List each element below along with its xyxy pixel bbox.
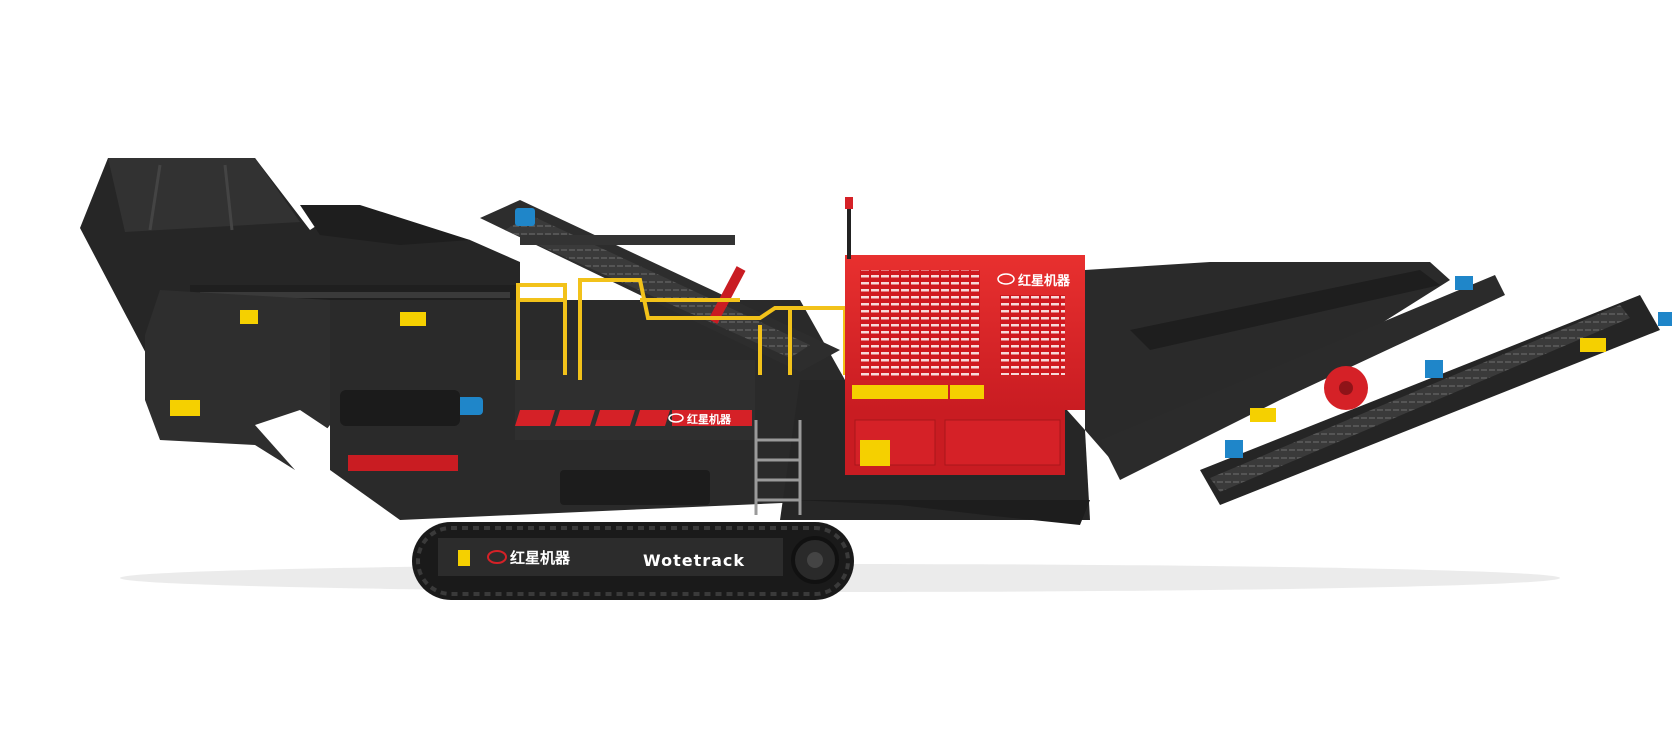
bracket-icon	[1658, 312, 1672, 326]
brand-logo: 红星机器	[487, 549, 571, 567]
safety-railing	[516, 278, 847, 380]
track-undercarriage: 红星机器 Wotetrack	[412, 522, 854, 600]
main-discharge-conveyor	[1085, 262, 1505, 480]
brand-logo-text: 红星机器	[1018, 273, 1071, 289]
inclined-screen	[480, 200, 840, 372]
bracket-icon	[1425, 360, 1443, 378]
ladder	[754, 420, 802, 515]
bracket-icon	[1455, 276, 1473, 290]
power-unit	[845, 197, 1085, 475]
red-stripe	[515, 410, 752, 426]
hydraulic-cylinder-icon	[708, 266, 746, 324]
warning-label	[1250, 408, 1276, 422]
warning-label	[240, 310, 258, 324]
feeder-drum	[340, 390, 460, 471]
warning-label	[400, 312, 426, 326]
warning-label	[170, 400, 200, 416]
bracket-icon	[1225, 440, 1243, 458]
beacon-light-icon	[845, 197, 853, 209]
side-conveyor	[1200, 295, 1660, 505]
hydraulic-motor-icon	[515, 208, 535, 226]
brand-logo-text: 红星机器	[687, 412, 732, 426]
brand-logo-text: 红星机器	[510, 549, 571, 567]
hydraulic-motor-icon	[455, 397, 483, 415]
warning-label	[458, 550, 470, 566]
warning-label	[1580, 338, 1606, 352]
brand-logo-power-unit: 红星机器	[997, 273, 1071, 289]
model-name: Wotetrack	[643, 551, 745, 570]
brand-logo-body: 红星机器	[668, 412, 732, 426]
